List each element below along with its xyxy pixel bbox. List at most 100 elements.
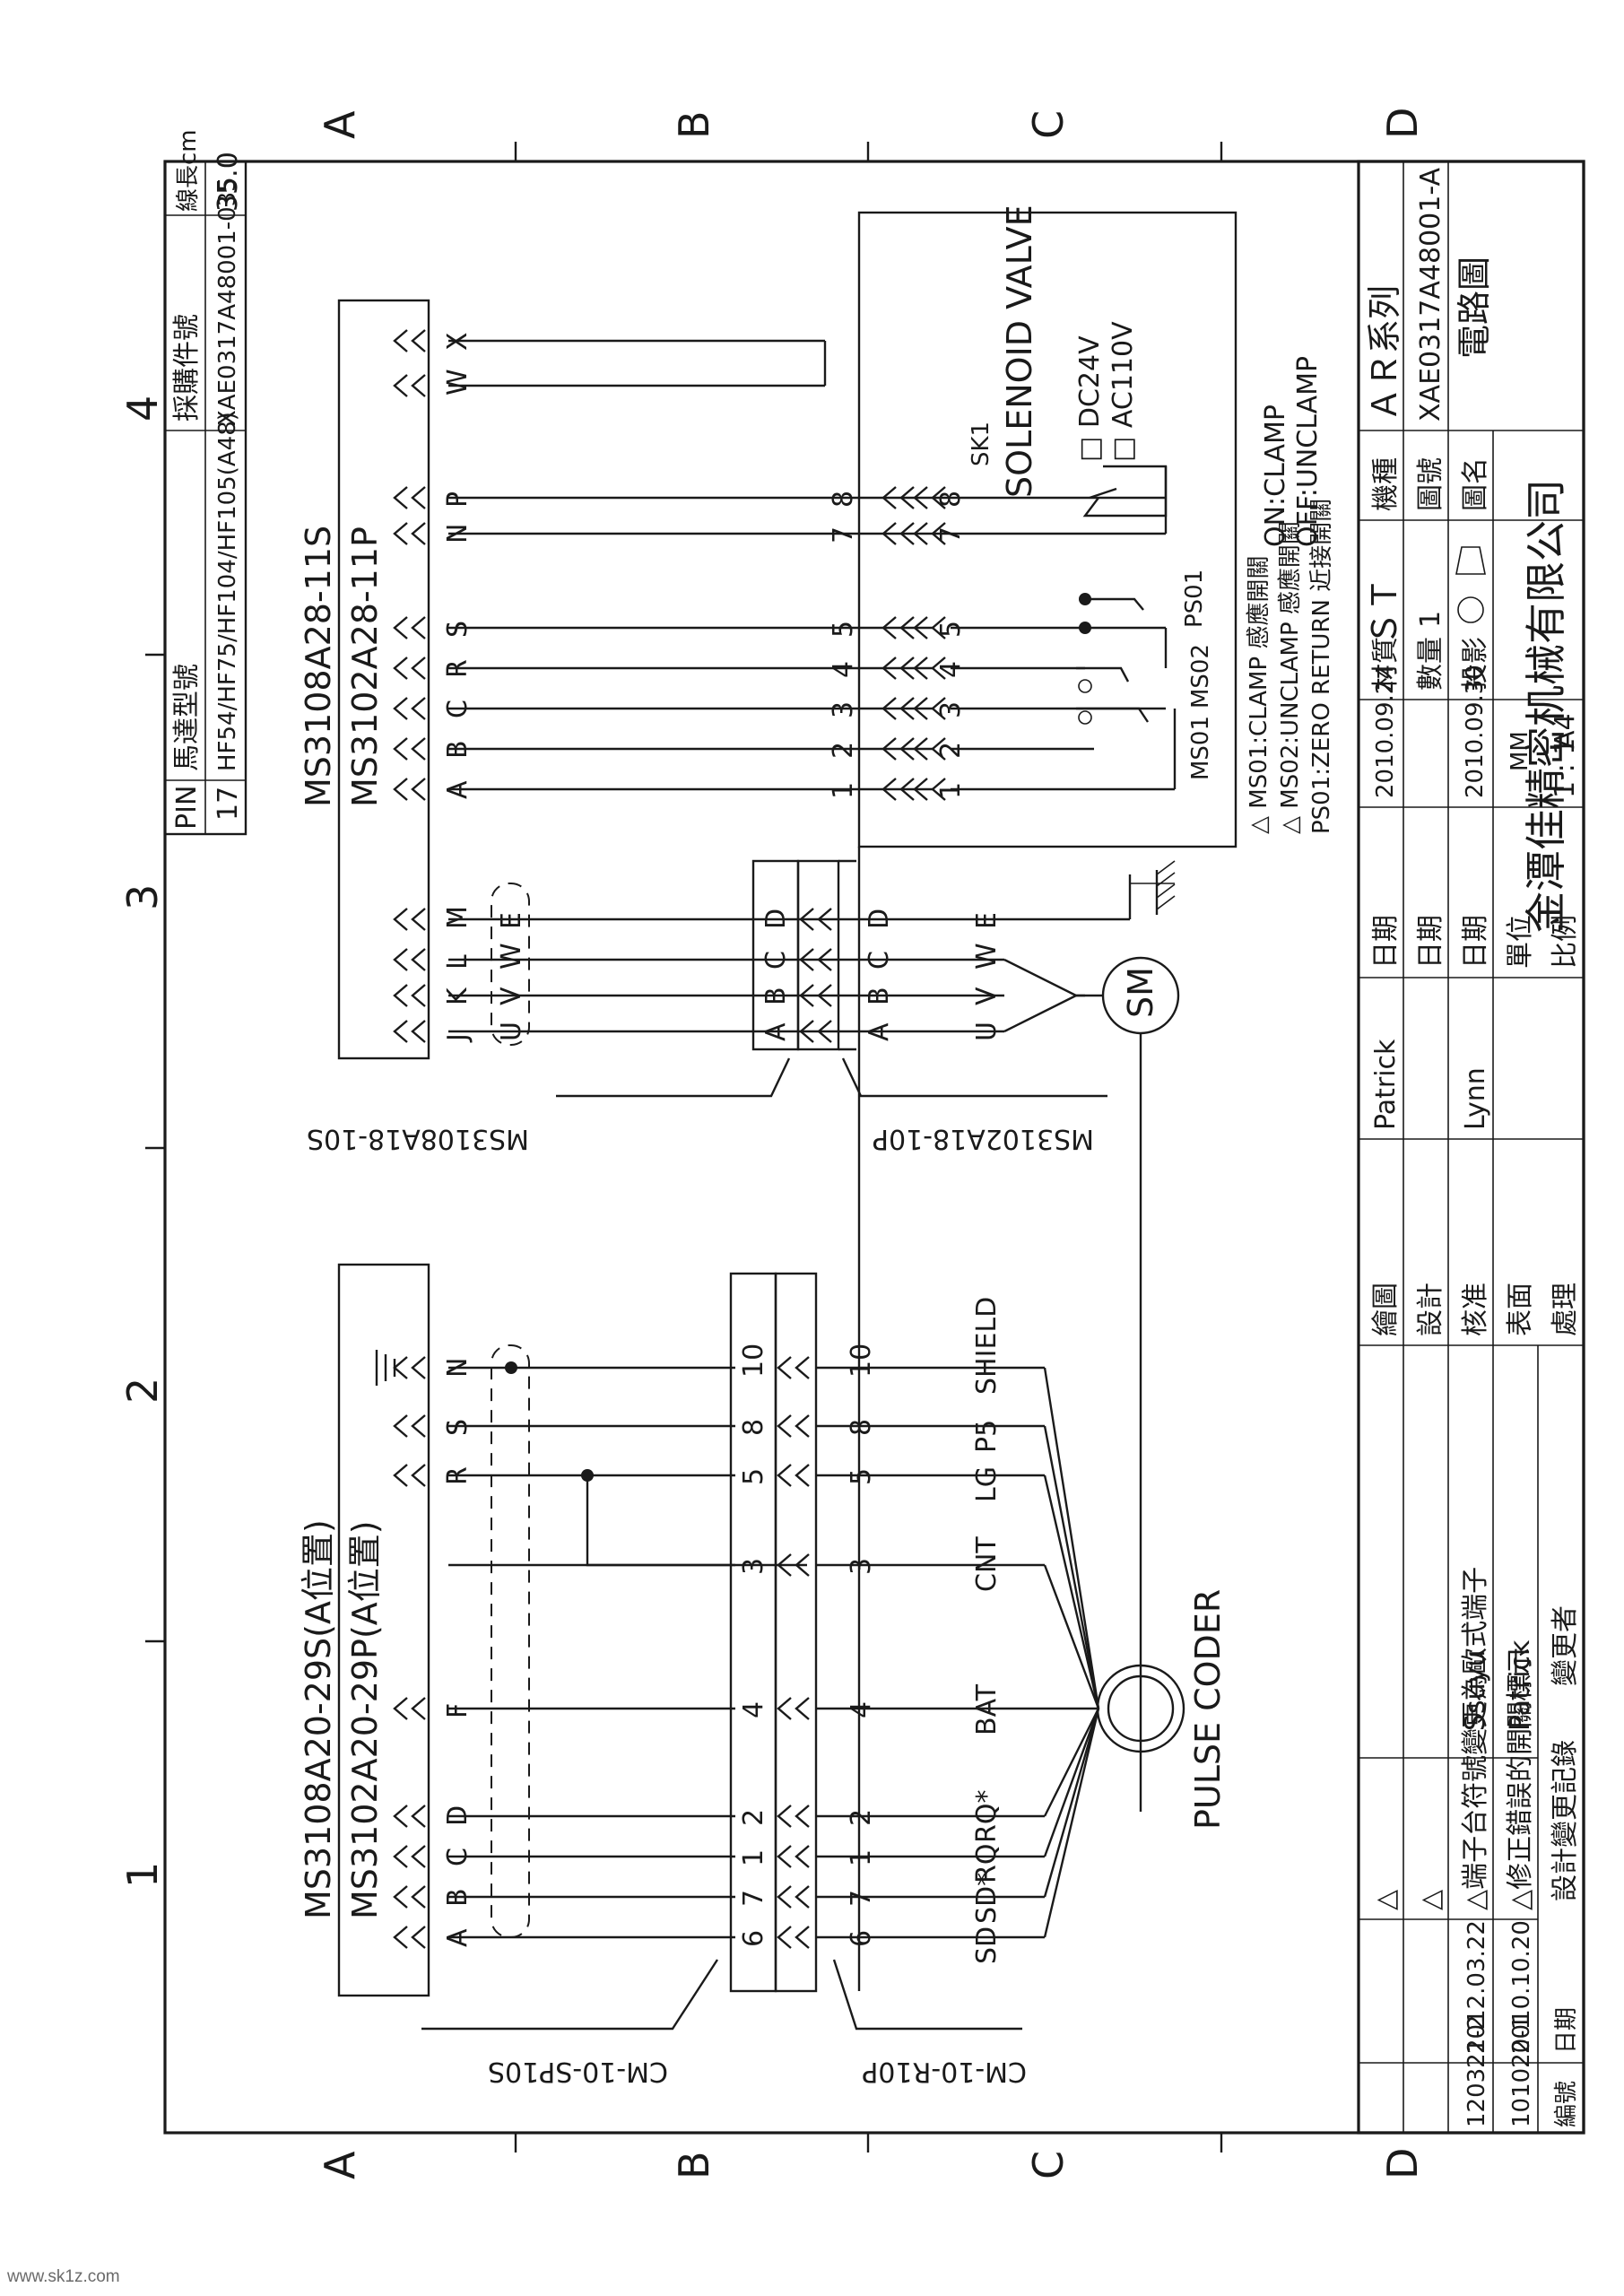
pin-chevron xyxy=(795,1356,810,1379)
solenoid-term-1: 1 xyxy=(828,782,859,799)
tb-drawing-no-label: 圖號 xyxy=(1415,457,1446,511)
motor-term-b: B xyxy=(864,987,895,1005)
pin-chevron xyxy=(411,908,426,931)
pin-chevron xyxy=(899,486,915,509)
power-connector: MS3108A28-11S MS3102A28-11P xyxy=(299,299,430,1060)
ms18-pin-b: B xyxy=(760,987,792,1005)
pin-chevron xyxy=(393,737,408,761)
cm-pin-4: 4 xyxy=(738,1701,769,1718)
ms18-pin-c: C xyxy=(760,951,792,970)
power-receptacle-label: MS3102A28-11P xyxy=(345,526,385,807)
rev-row1-no: 101020-1 xyxy=(1508,2015,1535,2127)
encoder-signal-shield: SHIELD xyxy=(971,1297,1003,1395)
tb-qty-value: 1 xyxy=(1415,611,1446,628)
tb-unit-value: MM xyxy=(1507,731,1533,771)
pin-chevron xyxy=(393,1356,408,1379)
ms18-connector: MS3108A18-10S MS3102A18-10P xyxy=(307,859,1107,1154)
encoder-signal-p5: P5 xyxy=(971,1420,1003,1453)
zone-bottom-b: B xyxy=(670,2151,718,2179)
pin-chevron xyxy=(393,1885,408,1909)
pin-chevron xyxy=(393,1464,408,1487)
cm10-receptacle-label: CM-10-R10P xyxy=(862,2056,1027,2087)
pin-chevron xyxy=(393,697,408,720)
solenoid-sk: SK1 xyxy=(968,422,994,466)
tb-drawn-by: Patrick xyxy=(1370,1039,1402,1130)
solenoid-term-8: 8 xyxy=(828,491,859,508)
pin-chevron xyxy=(799,984,814,1007)
rev-row2-by: Ssuyu xyxy=(1460,1650,1491,1731)
off-unclamp-label: OFF:UNCLAMP xyxy=(1292,356,1324,547)
pin-chevron xyxy=(393,778,408,801)
tb-material-value: ＳＴ xyxy=(1365,578,1404,646)
cm10-connector: CM-10-SP10S CM-10-R10P xyxy=(421,1272,1027,2087)
zone-num-1: 1 xyxy=(118,1862,167,1888)
zone-num-3: 3 xyxy=(118,884,167,910)
solenoid-opt1: □ DC24V xyxy=(1074,335,1106,462)
motor-pin-j: J xyxy=(442,1033,473,1043)
encoder-plug-label: MS3108A20-29S(A位置) xyxy=(299,1519,338,1919)
zone-top-d: D xyxy=(1378,108,1427,139)
pin-chevron xyxy=(817,984,832,1007)
pin-chevron xyxy=(817,908,832,931)
cm-pin-5: 5 xyxy=(738,1468,769,1485)
motor-term-c: C xyxy=(864,951,895,970)
pin-chevron xyxy=(881,737,897,761)
rev-row4-desc: △ xyxy=(1370,1890,1402,1910)
solenoid-opt2: □ AC110V xyxy=(1107,321,1139,462)
zone-top-c: C xyxy=(1024,110,1073,139)
pin-chevron xyxy=(899,616,915,639)
pin-chevron xyxy=(393,1805,408,1828)
motor-term-d: D xyxy=(864,909,895,929)
pin-chevron xyxy=(393,908,408,931)
on-clamp-label: ON:CLAMP xyxy=(1260,404,1291,547)
pin-chevron xyxy=(795,1885,810,1909)
pin-chevron xyxy=(799,1020,814,1043)
cm-pin-8: 8 xyxy=(738,1419,769,1436)
motor-phase-label-v: V xyxy=(971,987,1003,1005)
pin-chevron xyxy=(393,948,408,971)
title-block-text: 繪圖 設計 核准 表面 處理 Patrick Lynn 日期 日期 日期 單位 … xyxy=(1365,168,1581,1337)
note-ms01: △ MS01:CLAMP 感應開關 xyxy=(1246,556,1272,834)
pin-chevron xyxy=(931,657,946,680)
solenoid-term-inner-7: 7 xyxy=(935,526,967,544)
motor-pin-l: L xyxy=(442,954,473,970)
tb-size-value: A4 xyxy=(1550,713,1581,749)
pin-table: PIN 17 馬達型號 HF54/HF75/HF104/HF105(A48) 採… xyxy=(163,129,248,836)
cm-pin-10: 10 xyxy=(738,1344,769,1378)
encoder-signal-sd-star: SD* xyxy=(971,1873,1003,1924)
ms01-label: MS01 xyxy=(1187,716,1214,780)
pin-chevron xyxy=(393,1845,408,1868)
pin-chevron xyxy=(411,374,426,397)
pin-chevron xyxy=(411,486,426,509)
cm-pin-inner-7: 7 xyxy=(846,1890,877,1907)
pin-chevron xyxy=(931,737,946,761)
pin-chevron xyxy=(411,1697,426,1720)
title-block xyxy=(1357,160,1585,2135)
shield-bracket xyxy=(491,1344,530,1938)
cm-pin-inner-4: 4 xyxy=(846,1701,877,1718)
pin-chevron xyxy=(931,522,946,545)
pin-chevron xyxy=(799,948,814,971)
power-pin-p: P xyxy=(442,491,473,508)
solenoid-term-inner-2: 2 xyxy=(935,742,967,759)
pin-chevron xyxy=(777,1885,792,1909)
tb-model-value: ＡＲ系列 xyxy=(1365,285,1404,422)
cm-pin-inner-8: 8 xyxy=(846,1419,877,1436)
pin-chevron xyxy=(795,1414,810,1438)
solenoid-term-2: 2 xyxy=(828,742,859,759)
solenoid-term-inner-4: 4 xyxy=(935,661,967,678)
rev-row2-date: 2012.03.22 xyxy=(1463,1920,1490,2054)
solenoid-term-7: 7 xyxy=(828,526,859,544)
zone-top-b: B xyxy=(670,110,718,139)
zone-num-2: 2 xyxy=(118,1378,167,1404)
pin-chevron xyxy=(899,522,915,545)
pin-chevron xyxy=(795,1553,810,1577)
pin-chevron xyxy=(881,778,897,801)
ms18-pin-d: D xyxy=(760,909,792,929)
motor-value: HF54/HF75/HF104/HF105(A48) xyxy=(214,412,241,771)
rev-row2-no: 120321-2 xyxy=(1463,2015,1490,2127)
